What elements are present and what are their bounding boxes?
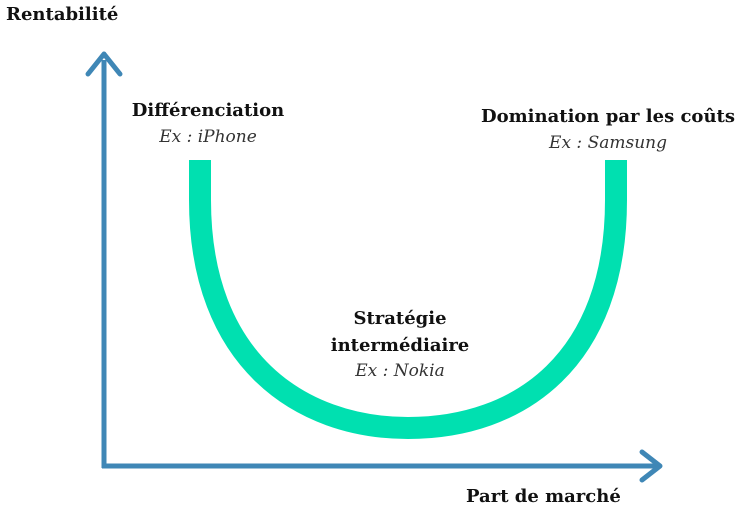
x-axis-arrowhead	[639, 449, 663, 483]
y-axis-arrowhead	[85, 51, 123, 77]
differentiation-title: Différenciation	[131, 100, 285, 121]
u-curve	[189, 160, 627, 440]
y-axis-label: Rentabilité	[6, 4, 119, 25]
cost-leadership-title: Domination par les coûts	[481, 106, 735, 127]
intermediate-title-line1: Stratégie	[353, 308, 447, 329]
intermediate-title-line2: intermédiaire	[330, 335, 470, 356]
cost-leadership-example: Ex : Samsung	[549, 133, 667, 153]
x-axis-label: Part de marché	[466, 486, 621, 507]
differentiation-example: Ex : iPhone	[159, 127, 257, 147]
intermediate-example: Ex : Nokia	[355, 361, 445, 381]
